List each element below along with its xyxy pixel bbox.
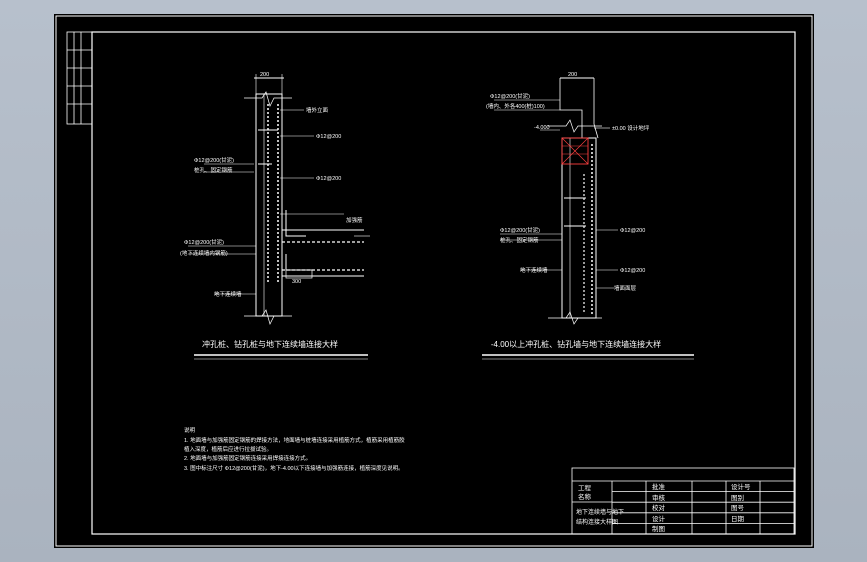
sheet-border (55, 15, 813, 547)
detail-left (188, 74, 370, 325)
svg-text:校对: 校对 (652, 503, 666, 512)
svg-text:批准: 批准 (652, 482, 666, 491)
svg-text:图号: 图号 (731, 504, 745, 512)
svg-text:1. 地面墙与加强筋固定钢筋的焊接方法，地面墙与桩墙连接采用: 1. 地面墙与加强筋固定钢筋的焊接方法，地面墙与桩墙连接采用植筋方式，植筋采用植… (184, 436, 405, 444)
svg-text:(墙内、外各400(桩)100): (墙内、外各400(桩)100) (486, 102, 545, 110)
cad-viewport[interactable]: 200 墙外立面 Φ12@200 Φ12@200(甘泥) 桩孔、固定钢筋 Φ12… (54, 14, 814, 548)
svg-text:加强筋: 加强筋 (346, 216, 363, 224)
svg-text:Φ12@200: Φ12@200 (620, 228, 645, 234)
svg-text:日期: 日期 (731, 515, 745, 523)
svg-text:Φ12@200: Φ12@200 (620, 268, 645, 274)
svg-text:2. 地面墙与加强筋固定钢筋连接采用焊接连接方式。: 2. 地面墙与加强筋固定钢筋连接采用焊接连接方式。 (184, 454, 311, 462)
cad-drawing: 200 墙外立面 Φ12@200 Φ12@200(甘泥) 桩孔、固定钢筋 Φ12… (55, 15, 813, 547)
svg-text:制图: 制图 (652, 524, 665, 533)
detail-right-title: -4.00以上冲孔桩、钻孔墙与地下连续墙连接大样 (491, 339, 661, 349)
svg-text:设计号: 设计号 (731, 482, 751, 491)
svg-text:地下连续墙: 地下连续墙 (520, 266, 548, 274)
left-dim-top: 200 (260, 72, 269, 78)
svg-text:Φ12@200: Φ12@200 (316, 176, 341, 182)
svg-text:桩孔、固定钢筋: 桩孔、固定钢筋 (194, 166, 233, 174)
svg-text:Φ12@200(甘泥): Φ12@200(甘泥) (194, 156, 234, 164)
svg-text:±0.00 设计地坪: ±0.00 设计地坪 (612, 124, 650, 132)
svg-text:审核: 审核 (652, 493, 666, 502)
binding-strip (66, 31, 93, 125)
svg-text:(地下连续墙内钢筋): (地下连续墙内钢筋) (180, 249, 228, 257)
svg-text:Φ12@200(甘泥): Φ12@200(甘泥) (500, 226, 540, 234)
svg-text:设计: 设计 (652, 514, 666, 523)
svg-text:地下连续墙与地下: 地下连续墙与地下 (576, 508, 624, 516)
svg-text:墙面面层: 墙面面层 (614, 284, 637, 292)
svg-text:名称: 名称 (578, 492, 592, 501)
svg-text:地下连续墙: 地下连续墙 (214, 290, 242, 298)
right-dim-top: 200 (568, 72, 577, 78)
svg-text:Φ12@200: Φ12@200 (316, 134, 341, 140)
detail-left-title: 冲孔桩、钻孔桩与地下连续墙连接大样 (202, 339, 338, 349)
svg-text:结构连接大样图: 结构连接大样图 (576, 518, 618, 526)
title-block (571, 467, 795, 535)
notes-heading: 说明 (184, 426, 196, 434)
svg-text:Φ12@200(甘泥): Φ12@200(甘泥) (184, 238, 224, 246)
svg-text:图别: 图别 (731, 493, 744, 502)
svg-text:-4.000: -4.000 (534, 125, 550, 131)
drawing-frame (91, 31, 796, 535)
svg-text:桩孔、固定钢筋: 桩孔、固定钢筋 (500, 236, 539, 244)
svg-text:植入深度，植筋后应进行拉拔试验。: 植入深度，植筋后应进行拉拔试验。 (184, 445, 272, 453)
notes: 说明 1. 地面墙与加强筋固定钢筋的焊接方法，地面墙与桩墙连接采用植筋方式，植筋… (184, 426, 405, 472)
svg-text:工程: 工程 (578, 483, 592, 492)
svg-text:墙外立面: 墙外立面 (306, 106, 329, 114)
detail-right-labels: 200 Φ12@200(甘泥) (墙内、外各400(桩)100) -4.000 … (486, 72, 650, 292)
svg-text:Φ12@200(甘泥): Φ12@200(甘泥) (490, 92, 530, 100)
detail-right (494, 77, 618, 325)
svg-text:3. 图中标注尺寸 Φ12@200(甘泥)，地下-4.00以: 3. 图中标注尺寸 Φ12@200(甘泥)，地下-4.00以下连接墙与加强筋连接… (184, 464, 404, 472)
svg-text:300: 300 (292, 279, 301, 285)
detail-left-labels: 200 墙外立面 Φ12@200 Φ12@200(甘泥) 桩孔、固定钢筋 Φ12… (180, 72, 363, 298)
